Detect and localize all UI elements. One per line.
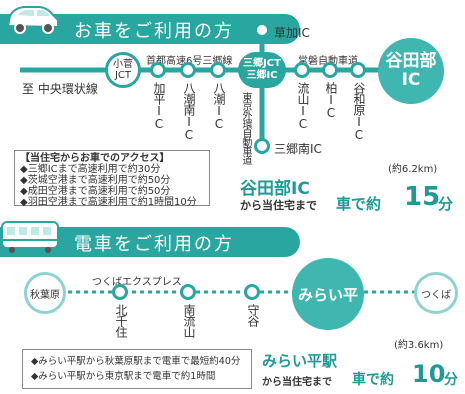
car-access-item: ◆羽田空港まで高速利用で約1時間10分: [20, 197, 197, 208]
car-summary-place: 谷田部IC: [240, 179, 310, 199]
joban-label: 常磐自動車道: [298, 52, 358, 67]
car-summary-to-home: から当住宅まで: [240, 199, 317, 212]
car-icon: [4, 2, 62, 36]
kitasenju-node: [112, 284, 128, 300]
minaminagareyama-node: [180, 284, 196, 300]
car-section-title: お車をご利用の方: [74, 21, 234, 42]
car-summary-mode: 車で約: [336, 195, 382, 213]
soka-node: [254, 22, 270, 38]
train-summary-unit: 分: [444, 372, 458, 388]
nagareyama-ic-label: 流山IC: [296, 82, 310, 130]
train-summary-to-home: から当住宅まで: [262, 377, 332, 388]
car-access-item: ◆茨城空港まで高速利用で約50分: [20, 175, 171, 186]
train-summary-distance: (約3.6km): [394, 340, 444, 351]
kosuge-jct-label: 小菅 JCT: [113, 59, 133, 81]
kashiwa-ic-label: 柏IC: [324, 82, 338, 119]
miraidaira-label: みらい平: [297, 285, 358, 304]
car-summary-value: 15: [404, 182, 441, 212]
misato-jct-node: 三郷JCT 三郷IC: [238, 52, 286, 88]
kahei-node: [150, 62, 166, 78]
tsukuba-node: つくば: [414, 272, 458, 314]
car-access-heading: 【当住宅からお車でのアクセス】: [20, 153, 170, 164]
yatabe-ic-label: 谷田部 IC: [385, 51, 437, 90]
car-summary-unit: 分: [438, 195, 454, 213]
minaminagareyama-label: 南流山: [182, 304, 196, 337]
train-icon: [0, 218, 62, 254]
kashiwa-node: [322, 62, 338, 78]
train-summary-value: 10: [412, 360, 446, 388]
kosuge-jct-node: 小菅 JCT: [105, 52, 141, 88]
nagareyama-node: [294, 62, 310, 78]
moriya-label: 守谷: [246, 304, 260, 326]
yashio-ic-label: 八潮IC: [212, 82, 226, 130]
train-access-item: ◆みらい平駅から秋葉原駅まで電車で最短約40分: [31, 356, 241, 367]
car-access-item: ◆三郷ICまで高速利用で約30分: [20, 164, 161, 175]
route6-label: 首都高速6号三郷線: [146, 52, 232, 67]
tx-line-label: つくばエクスプレス: [92, 277, 182, 288]
misato-minami-node: [254, 138, 270, 154]
yawara-node: [350, 62, 366, 78]
yashio-node: [210, 62, 226, 78]
moriya-node: [244, 284, 260, 300]
yawara-ic-label: 谷和原IC: [352, 82, 366, 141]
akihabara-label: 秋葉原: [30, 289, 60, 301]
kahei-ic-label: 加平IC: [152, 82, 166, 130]
gaikan-label: 東京外環自動車道: [240, 92, 251, 164]
car-summary-distance: (約6.2km): [388, 164, 438, 175]
train-summary: みらい平駅 (約3.6km) から当住宅まで 車で約 10 分: [262, 336, 462, 392]
akihabara-node: 秋葉原: [24, 272, 66, 314]
miraidaira-node: みらい平: [292, 258, 364, 330]
train-summary-place: みらい平駅: [262, 352, 338, 370]
car-access-box: 【当住宅からお車でのアクセス】 ◆三郷ICまで高速利用で約30分 ◆茨城空港まで…: [14, 150, 210, 208]
train-section-title: 電車をご利用の方: [74, 234, 234, 255]
train-access-box: ◆みらい平駅から秋葉原駅まで電車で最短約40分 ◆みらい平駅から東京駅まで電車で…: [22, 349, 252, 389]
train-route-map: [44, 290, 440, 294]
misato-jct-label: 三郷JCT 三郷IC: [243, 58, 281, 81]
yashio-minami-node: [180, 62, 196, 78]
soka-ic-label: 草加IC: [274, 26, 310, 40]
car-access-item: ◆成田空港まで高速利用で約50分: [20, 186, 171, 197]
yashio-minami-ic-label: 八潮南IC: [182, 82, 196, 141]
misato-minami-ic-label: 三郷南IC: [274, 142, 322, 156]
origin-label: 至 中央環状線: [22, 82, 98, 96]
train-summary-mode: 車で約: [352, 372, 394, 388]
yatabe-ic-node: 谷田部 IC: [378, 38, 444, 104]
tsukuba-label: つくば: [421, 289, 451, 301]
train-access-item: ◆みらい平駅から東京駅まで電車で約1時間: [31, 371, 216, 382]
car-summary: 谷田部IC (約6.2km) から当住宅まで 車で約 15 分: [240, 160, 462, 216]
kitasenju-label: 北千住: [114, 304, 128, 337]
